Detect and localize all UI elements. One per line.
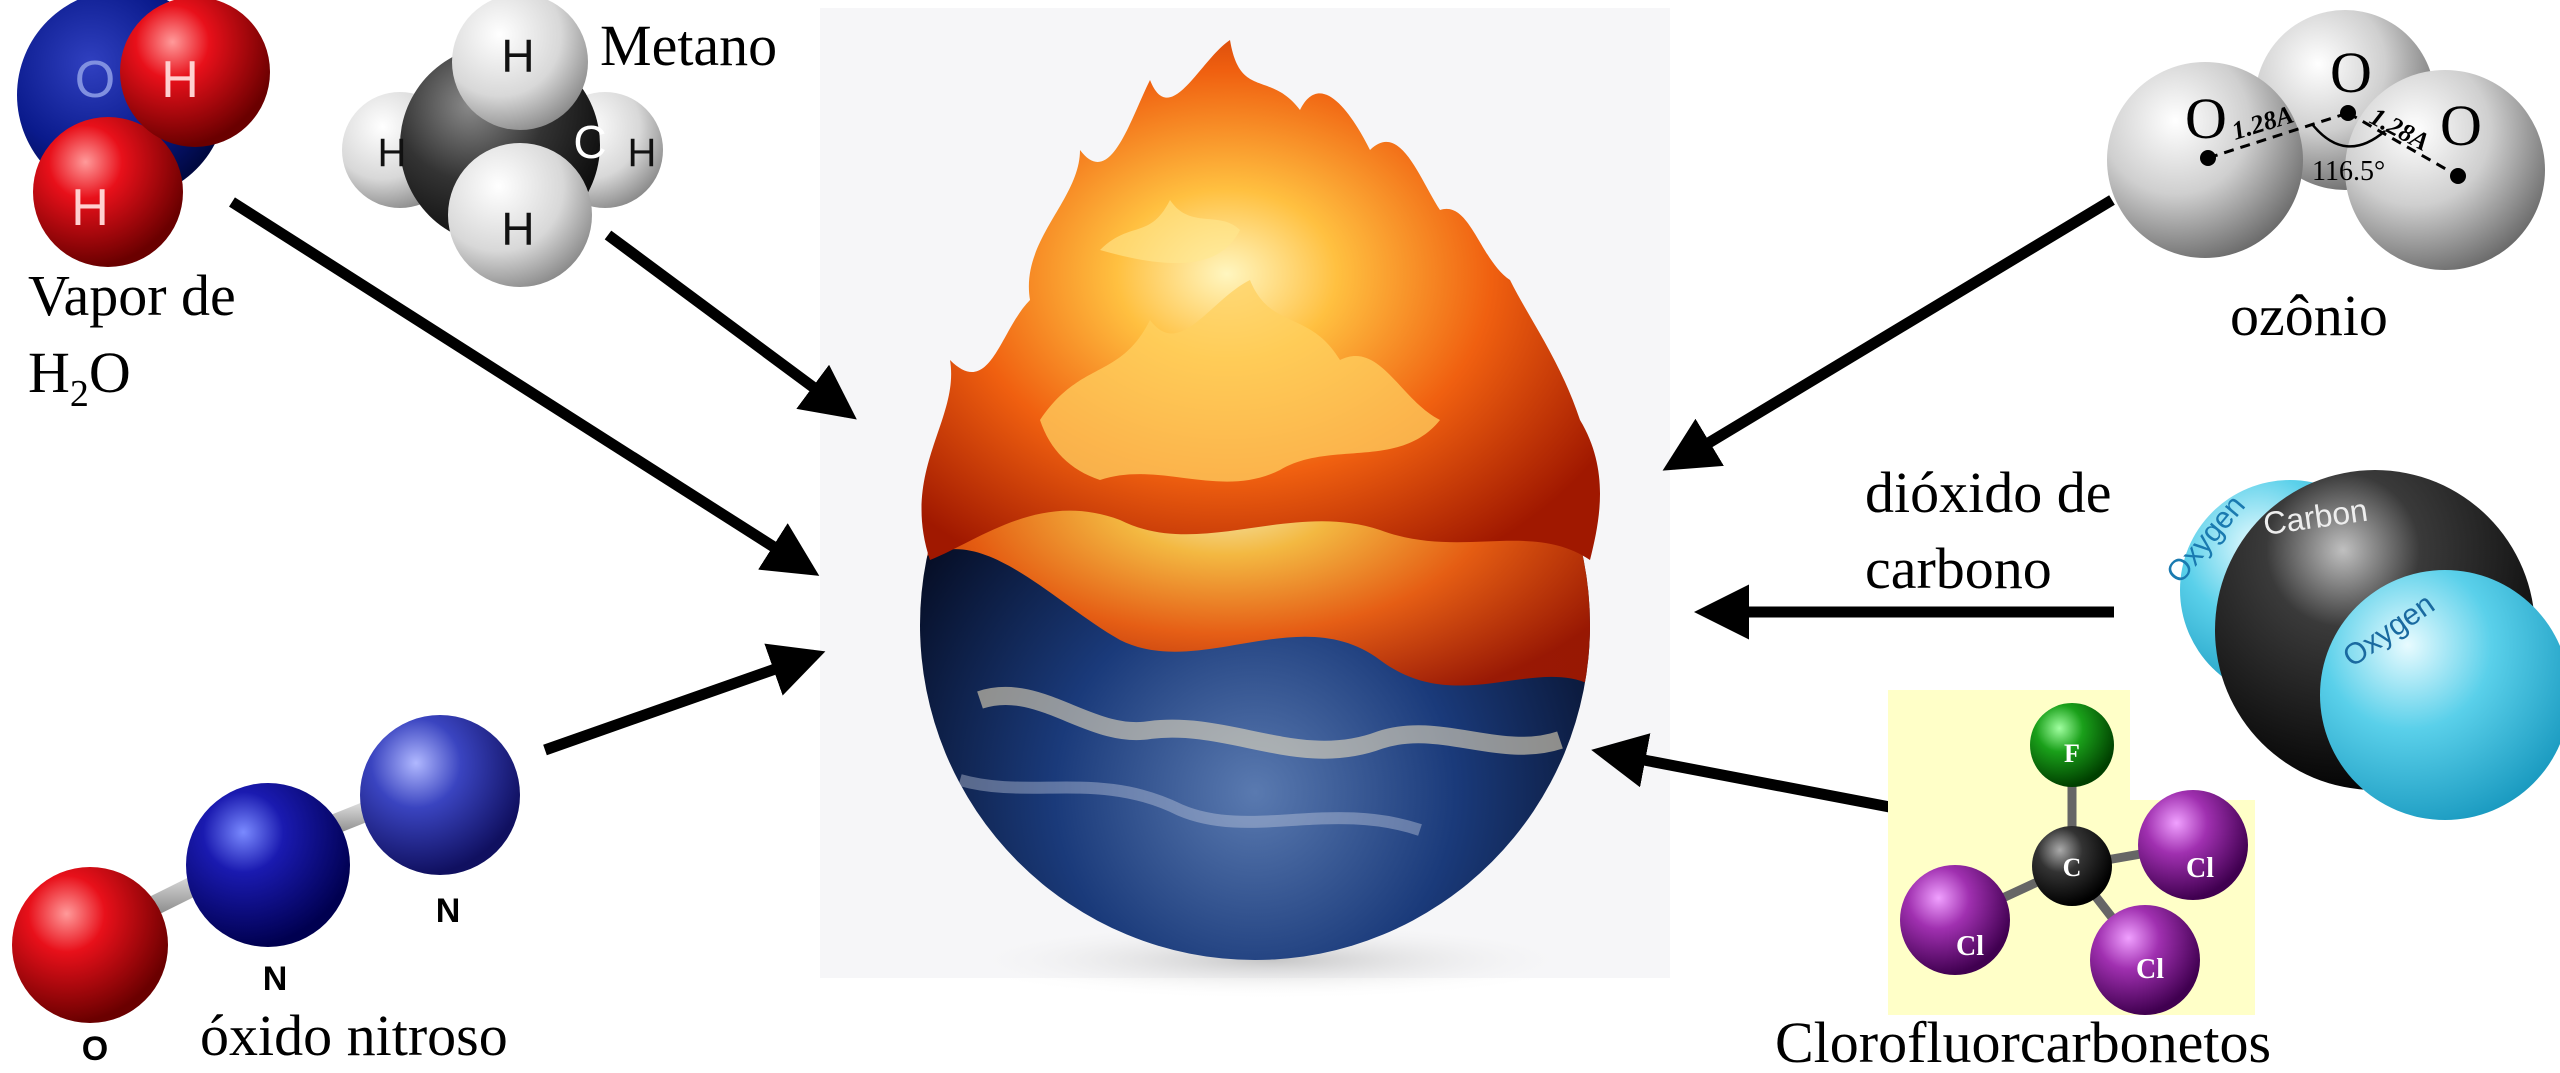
methane-molecule: H C H H H Metano — [342, 0, 777, 287]
ozone-atom-o-left-label: O — [2185, 86, 2227, 151]
n2o-nitrogen-atom-end — [360, 715, 520, 875]
n2o-atom-n-middle-label: N — [263, 960, 288, 998]
nitrous-oxide-molecule: O N N óxido nitroso — [12, 715, 520, 1068]
methane-atom-h-top-label: H — [501, 30, 534, 82]
ozone-molecule: O O O 1.28A 1.28A 116.5° ozônio — [2107, 10, 2545, 348]
cfc-atom-cl-bottom-label: Cl — [2136, 954, 2164, 985]
ozone-label: ozônio — [2230, 283, 2388, 348]
n2o-atom-o-label: O — [82, 1030, 108, 1068]
water-label-line1: Vapor de — [28, 263, 236, 328]
ozone-atom-o-center-label: O — [2330, 40, 2372, 105]
water-atom-o-label: O — [75, 51, 115, 109]
arrow-methane-to-earth — [608, 235, 848, 413]
n2o-atom-n-end-label: N — [436, 892, 461, 930]
n2o-nitrogen-atom-middle — [186, 783, 350, 947]
burning-earth — [820, 8, 1670, 1000]
methane-atom-h-bottom-label: H — [501, 203, 534, 255]
ozone-atom-o-right-label: O — [2440, 93, 2482, 158]
co2-label-line1: dióxido de — [1865, 460, 2111, 525]
methane-label: Metano — [600, 13, 777, 78]
co2-molecule: Oxygen Carbon Oxygen — [2160, 470, 2560, 820]
cfc-atom-cl-right-label: Cl — [2186, 853, 2214, 884]
water-atom-h2-label: H — [71, 179, 109, 237]
arrow-ozone-to-earth — [1672, 200, 2112, 465]
n2o-oxygen-atom — [12, 867, 168, 1023]
co2-oxygen-right — [2320, 570, 2560, 820]
cfc-atom-c-label: C — [2063, 853, 2082, 882]
methane-atom-h-right-label: H — [628, 131, 657, 175]
cfc-molecule: F C Cl Cl Cl Clorofluorcarbonetos — [1775, 690, 2271, 1073]
cfc-atom-f-label: F — [2064, 739, 2080, 768]
ozone-angle-label: 116.5° — [2312, 156, 2385, 187]
n2o-label: óxido nitroso — [200, 1003, 508, 1068]
cfc-label: Clorofluorcarbonetos — [1775, 1010, 2271, 1073]
water-atom-h1-label: H — [161, 51, 199, 109]
water-label-line2: H2O — [28, 340, 131, 415]
arrow-n2o-to-earth — [545, 655, 815, 750]
methane-atom-h-left-label: H — [378, 131, 407, 175]
cfc-atom-cl-left-label: Cl — [1956, 931, 1984, 962]
methane-atom-c-label: C — [573, 116, 606, 168]
cfc-chlorine-atom-left — [1900, 865, 2010, 975]
co2-label-line2: carbono — [1865, 536, 2052, 601]
